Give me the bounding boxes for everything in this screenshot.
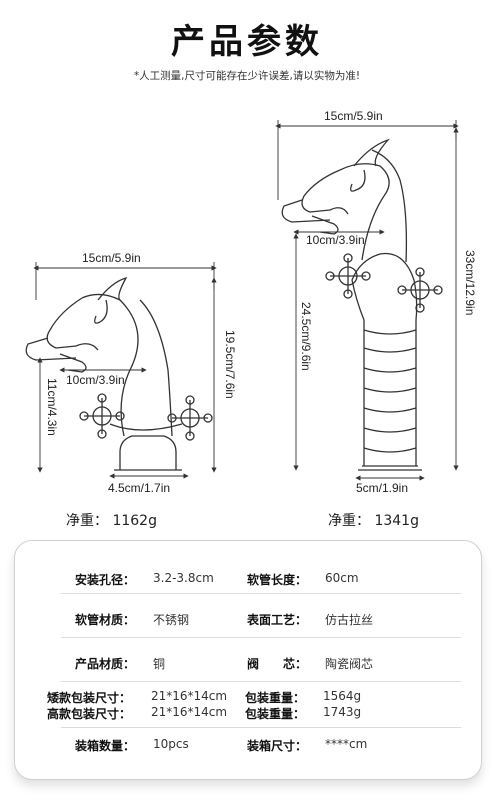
tall-faucet-drawing xyxy=(281,138,443,471)
spec-row: 产品材质： 铜 阀 芯： 陶瓷阀芯 xyxy=(61,637,461,682)
spec-label: 阀 芯： xyxy=(247,657,308,671)
short-width-dim: 15cm/5.9in xyxy=(82,251,141,265)
tall-width-dim: 15cm/5.9in xyxy=(324,109,383,123)
tall-height-dim: 33cm/12.9in xyxy=(463,250,477,315)
spec-row: 矮款包装尺寸： 21*16*14cm 包装重量： 1564g 高款包装尺寸： 2… xyxy=(47,681,461,728)
short-base-dim: 4.5cm/1.7in xyxy=(108,481,170,495)
spec-row: 安装孔径： 3.2-3.8cm 软管长度： 60cm xyxy=(61,541,461,594)
short-weight-value: 1162g xyxy=(112,513,157,529)
short-net-weight: 净重： 1162g xyxy=(66,510,157,530)
spec-value: ****cm xyxy=(325,737,368,751)
spec-value: 陶瓷阀芯 xyxy=(325,657,374,671)
spec-label: 表面工艺： xyxy=(247,613,308,627)
spec-value: 1564g xyxy=(323,689,362,703)
short-weight-label: 净重： xyxy=(66,513,108,529)
tall-base-dim: 5cm/1.9in xyxy=(356,481,408,495)
spec-label: 安装孔径： xyxy=(75,573,136,587)
tall-net-weight: 净重： 1341g xyxy=(328,510,419,530)
spec-label: 装箱数量： xyxy=(75,739,136,753)
spec-card: 安装孔径： 3.2-3.8cm 软管长度： 60cm 软管材质： 不锈钢 表面工… xyxy=(14,540,482,780)
tall-weight-label: 净重： xyxy=(328,513,370,529)
faucet-dimension-diagram: 15cm/5.9in 10cm/3.9in 19.5cm/7.6in 11cm/… xyxy=(25,109,477,495)
spec-label: 矮款包装尺寸： xyxy=(47,691,132,705)
spec-row: 软管材质： 不锈钢 表面工艺： 仿古拉丝 xyxy=(61,593,461,638)
short-height-dim: 19.5cm/7.6in xyxy=(223,330,237,399)
spec-label: 包装重量： xyxy=(245,707,306,721)
spec-value: 60cm xyxy=(325,571,359,585)
spec-value: 3.2-3.8cm xyxy=(153,571,214,585)
spec-label: 产品材质： xyxy=(75,657,136,671)
page-title: 产品参数 xyxy=(171,22,323,62)
spec-value: 21*16*14cm xyxy=(151,689,228,703)
spec-label: 软管长度： xyxy=(247,573,308,587)
short-spout-dim: 10cm/3.9in xyxy=(66,373,125,387)
spec-value: 10pcs xyxy=(153,737,189,751)
tall-spout-height-dim: 24.5cm/9.6in xyxy=(299,302,313,371)
spec-label: 软管材质： xyxy=(75,613,136,627)
spec-label: 高款包装尺寸： xyxy=(47,707,132,721)
spec-value: 仿古拉丝 xyxy=(325,613,374,627)
measurement-note: *人工测量,尺寸可能存在少许误差,请以实物为准! xyxy=(133,70,361,82)
spec-label: 包装重量： xyxy=(245,691,306,705)
tall-spout-dim: 10cm/3.9in xyxy=(306,233,365,247)
spec-value: 铜 xyxy=(153,657,166,671)
spec-row: 装箱数量： 10pcs 装箱尺寸： ****cm xyxy=(61,727,461,771)
spec-label: 装箱尺寸： xyxy=(247,739,308,753)
tall-weight-value: 1341g xyxy=(374,513,419,529)
spec-value: 不锈钢 xyxy=(153,613,190,627)
spec-value: 1743g xyxy=(323,705,362,719)
spec-value: 21*16*14cm xyxy=(151,705,228,719)
short-spout-height-dim: 11cm/4.3in xyxy=(45,378,59,436)
